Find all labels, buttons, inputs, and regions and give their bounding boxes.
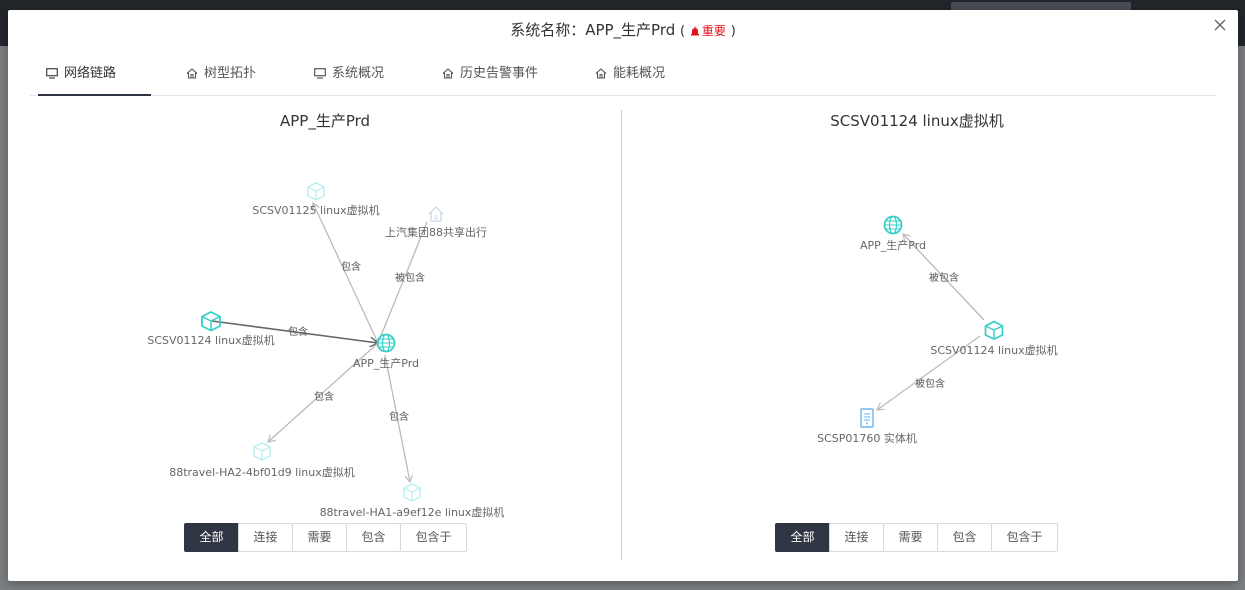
edge-line [268, 342, 379, 442]
server-icon [860, 408, 874, 428]
building-icon [428, 206, 444, 222]
close-button[interactable] [1212, 18, 1228, 34]
left-topology-panel: APP_生产Prd 包含 被包含 包含 包含 包含 [30, 110, 620, 570]
filter-all-button[interactable]: 全部 [775, 523, 830, 552]
filter-contain-button[interactable]: 包含 [346, 523, 401, 552]
panel-divider [621, 110, 622, 560]
tab-label: 网络链路 [64, 66, 117, 81]
left-topology-graph[interactable]: 包含 被包含 包含 包含 包含 SCSV01125 linux虚拟机 上汽集团8… [30, 110, 620, 520]
filter-need-button[interactable]: 需要 [883, 523, 938, 552]
topology-node[interactable]: APP_生产Prd [353, 333, 419, 371]
edge-line [877, 335, 981, 410]
topology-node[interactable]: SCSV01124 linux虚拟机 [147, 310, 275, 347]
edge-label: 包含 [288, 325, 308, 338]
filter-all-button[interactable]: 全部 [184, 523, 239, 552]
topology-node[interactable]: SCSV01125 linux虚拟机 [252, 182, 380, 217]
tab-energy-overview[interactable]: 能耗概况 [595, 58, 665, 94]
alarm-icon [690, 26, 699, 36]
monitor-icon [314, 68, 326, 79]
edge-line-highlight [211, 320, 378, 343]
node-label: APP_生产Prd [860, 238, 926, 252]
node-label: SCSP01760 实体机 [817, 431, 917, 445]
system-globe-icon [376, 333, 396, 353]
tab-system-overview[interactable]: 系统概况 [314, 58, 384, 94]
edge-label: 被包含 [929, 271, 959, 284]
node-label: 88travel-HA2-4bf01d9 linux虚拟机 [169, 465, 355, 479]
topology-node[interactable]: APP_生产Prd [860, 215, 926, 253]
tab-alarm-history[interactable]: 历史告警事件 [442, 58, 538, 94]
vm-cube-icon [403, 483, 421, 502]
monitor-icon [46, 68, 58, 79]
edge-label: 被包含 [915, 377, 945, 390]
edge-line [377, 221, 428, 344]
modal-title-text: 系统名称：APP_生产Prd [510, 21, 676, 39]
filter-connect-button[interactable]: 连接 [829, 523, 884, 552]
tab-bar: 网络链路 树型拓扑 系统概况 历史告警事件 能耗概况 [30, 58, 1216, 96]
panel-title: APP_生产Prd [279, 112, 371, 130]
right-topology-graph[interactable]: 被包含 被包含 APP_生产Prd SCSV01124 linux虚拟机 [622, 110, 1212, 520]
edge-label: 包含 [389, 410, 409, 423]
edge-line [384, 354, 410, 482]
paren-open: ( [680, 24, 686, 39]
tab-network-link[interactable]: 网络链路 [38, 58, 151, 96]
system-globe-icon [883, 215, 903, 235]
node-label: SCSV01124 linux虚拟机 [930, 343, 1057, 357]
home-icon [442, 68, 454, 79]
vm-cube-icon [253, 442, 271, 461]
node-label: APP_生产Prd [353, 356, 419, 370]
relation-filter-group: 全部 连接 需要 包含 包含于 [184, 523, 467, 552]
topology-node[interactable]: 上汽集团88共享出行 [385, 206, 487, 239]
panel-title: SCSV01124 linux虚拟机 [830, 112, 1004, 130]
vm-cube-icon [201, 310, 221, 332]
node-label: SCSV01125 linux虚拟机 [252, 203, 379, 217]
vm-cube-icon [307, 182, 325, 201]
topology-node[interactable]: 88travel-HA2-4bf01d9 linux虚拟机 [169, 442, 355, 479]
node-label: SCSV01124 linux虚拟机 [147, 333, 274, 347]
filter-need-button[interactable]: 需要 [292, 523, 347, 552]
edge-label: 被包含 [395, 271, 425, 284]
edge-line [903, 234, 985, 321]
tab-label: 系统概况 [332, 66, 385, 81]
paren-close: ) [730, 24, 736, 39]
system-detail-modal: 系统名称：APP_生产Prd ( 重要 ) 网络链路 树型拓扑 系统概况 历史告… [8, 10, 1238, 581]
tab-tree-topology[interactable]: 树型拓扑 [186, 58, 256, 94]
topology-node[interactable]: SCSV01124 linux虚拟机 [930, 320, 1058, 358]
topology-node[interactable]: SCSP01760 实体机 [817, 408, 917, 445]
node-label: 88travel-HA1-a9ef12e linux虚拟机 [320, 505, 505, 519]
tab-label: 历史告警事件 [460, 66, 539, 81]
filter-connect-button[interactable]: 连接 [238, 523, 293, 552]
edge-line [313, 203, 379, 344]
filter-contain-button[interactable]: 包含 [937, 523, 992, 552]
home-icon [186, 68, 198, 79]
node-label: 上汽集团88共享出行 [385, 225, 487, 239]
right-topology-panel: SCSV01124 linux虚拟机 被包含 被包含 APP_生产Prd [622, 110, 1212, 570]
filter-contained-by-button[interactable]: 包含于 [991, 523, 1058, 552]
home-icon [595, 68, 607, 79]
tab-label: 树型拓扑 [204, 66, 257, 81]
filter-contained-by-button[interactable]: 包含于 [400, 523, 467, 552]
modal-title: 系统名称：APP_生产Prd ( 重要 ) [8, 18, 1238, 42]
vm-cube-icon [984, 320, 1004, 340]
topology-node[interactable]: 88travel-HA1-a9ef12e linux虚拟机 [320, 483, 505, 519]
edge-label: 包含 [314, 390, 334, 403]
relation-filter-group: 全部 连接 需要 包含 包含于 [775, 523, 1058, 552]
edge-label: 包含 [341, 260, 361, 273]
importance-badge: 重要 [701, 24, 726, 38]
tab-label: 能耗概况 [613, 66, 666, 81]
close-icon [1214, 19, 1226, 31]
